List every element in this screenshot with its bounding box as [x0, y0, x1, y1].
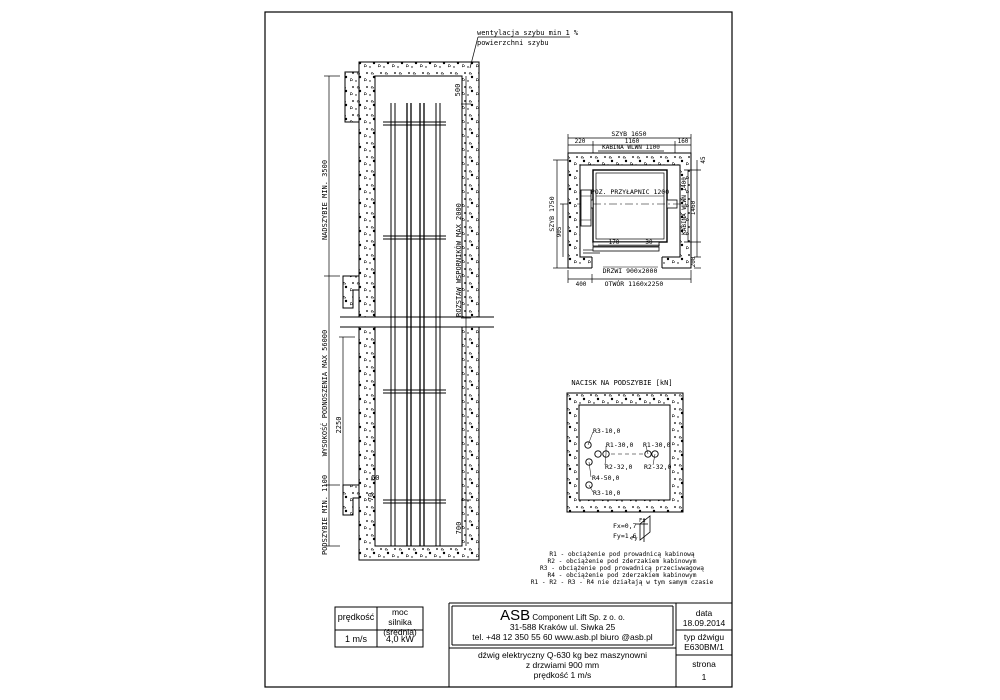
- force-fy: Fy=1,6: [613, 532, 637, 540]
- plan-dim-220: 220: [575, 138, 586, 145]
- ventilation-note-line1: wentylacja szybu min 1 %: [477, 29, 579, 37]
- pit-load-title: NACISK NA PODSZYBIE [kN]: [571, 379, 672, 387]
- load-r1-left: R1-30,0: [606, 441, 633, 449]
- plan-shaft-width: SZYB 1650: [611, 130, 646, 138]
- load-r1-right: R1-30,0: [643, 441, 670, 449]
- legend-r2: R2 - obciążenie pod zderzakiem kabinowym: [547, 558, 696, 565]
- ventilation-note-line2: powierzchni szybu: [477, 39, 549, 47]
- date-label: data: [695, 608, 713, 618]
- speed-label: prędkość: [337, 612, 375, 622]
- company-address: 31-588 Kraków ul. Siwka 25: [509, 622, 616, 632]
- plan-handrail-label: POZ. PRZYŁAPNIC 1200: [591, 188, 669, 196]
- legend-r3: R3 - obciążenie pod prowadnicą przeciwwa…: [540, 565, 704, 572]
- shaft-plan-view: SZYB 1650 220 1160 160 KABINA WLWN 1100 …: [548, 130, 707, 288]
- shaft-wall-top: [358, 61, 480, 561]
- plan-cabin-depth: KABINA WLWN 1400: [681, 177, 688, 235]
- power-value: 4,0 kW: [385, 634, 414, 644]
- plan-cabin: [592, 169, 668, 243]
- company-contact: tel. +48 12 350 55 60 www.asb.pl biuro @…: [472, 632, 653, 642]
- date-value: 18.09.2014: [682, 618, 726, 628]
- plan-counterweight: [580, 189, 592, 227]
- pit-buffer-dimension: 700: [455, 522, 463, 535]
- plan-dim-160: 160: [678, 138, 689, 145]
- lift-description-line2: z drzwiami 900 mm: [525, 660, 600, 670]
- speed-value: 1 m/s: [344, 634, 367, 644]
- lift-description-line1: dźwig elektryczny Q-630 kg bez maszynown…: [477, 650, 648, 660]
- legend-r4: R4 - obciążenie pod zderzakiem kabinowym: [547, 572, 696, 579]
- shaft-section: wentylacja szybu min 1 % powierzchni szy…: [320, 29, 579, 561]
- travel-height-dimension: WYSOKOŚĆ PODNOSZENIA MAX 56000: [320, 330, 329, 456]
- dimension-70: 70: [367, 493, 375, 501]
- lift-description-line3: prędkość 1 m/s: [533, 670, 592, 680]
- rail-spacing-dimension: ROZSTAW WSPORNIKÓW MAX 2000: [454, 203, 463, 317]
- plan-dim-1460: 1460: [690, 200, 697, 215]
- pit-load-view: NACISK NA PODSZYBIE [kN] R3-10,0 R1-30,0…: [531, 379, 714, 586]
- plan-dim-905: 905: [556, 226, 563, 237]
- load-r4: R4-50,0: [592, 474, 619, 482]
- dimension-60: 60: [371, 474, 379, 482]
- company-name: ASB Component Lift Sp. z o. o.: [452, 607, 673, 624]
- power-label: moc silnika (średnia): [383, 607, 417, 637]
- plan-dim-170: 170: [609, 239, 620, 246]
- plan-shaft-depth: SZYB 1750: [548, 196, 556, 231]
- lower-door-ledge: [342, 484, 360, 516]
- lift-type-label: typ dźwigu: [683, 632, 725, 642]
- door-height-dimension: 2250: [335, 417, 343, 434]
- page-value: 1: [701, 672, 707, 682]
- plan-dim-30: 30: [645, 239, 653, 246]
- legend-note: R1 - R2 - R3 - R4 nie działają w tym sam…: [531, 579, 714, 586]
- lift-type-value: E630BM/1: [684, 642, 724, 652]
- page-label: strona: [692, 659, 716, 669]
- legend-r1: R1 - obciążenie pod prowadnicą kabinową: [549, 551, 695, 558]
- plan-dim-400: 400: [576, 281, 587, 288]
- upper-door-ledge: [342, 275, 360, 309]
- shaft-cut-band: [340, 317, 494, 327]
- title-block-frame: [334, 602, 732, 687]
- plan-dim-1160: 1160: [625, 138, 640, 145]
- load-r3-top: R3-10,0: [593, 427, 620, 435]
- company-logo-text: ASB: [500, 607, 531, 624]
- plan-door-label: DRZWI 900x2000: [603, 267, 658, 275]
- sheet-border: [264, 11, 733, 688]
- pit-depth-dimension: PODSZYBIE MIN. 1100: [321, 475, 329, 555]
- plan-dim-200: 200: [690, 256, 697, 267]
- headroom-dimension: NADSZYBIE MIN. 3500: [321, 160, 329, 240]
- plan-shaft-walls: [567, 152, 692, 269]
- load-r2-right: R2-32,0: [644, 463, 671, 471]
- force-fx: Fx=0,7: [613, 522, 637, 530]
- top-clearance-dimension: 500: [454, 84, 462, 97]
- pit-walls: [566, 392, 684, 513]
- force-fy-small: Fy: [631, 536, 638, 542]
- force-fx-small: Fx: [639, 518, 646, 524]
- load-r2-left: R2-32,0: [605, 463, 632, 471]
- plan-cabin-width: KABINA WLWN 1100: [602, 144, 660, 151]
- plan-dim-45: 45: [700, 156, 707, 164]
- load-r3-bottom: R3-10,0: [593, 489, 620, 497]
- company-name-rest: Component Lift Sp. z o. o.: [530, 613, 625, 622]
- force-diagram-icon: [636, 515, 651, 542]
- plan-opening-label: OTWÓR 1160x2250: [605, 279, 664, 288]
